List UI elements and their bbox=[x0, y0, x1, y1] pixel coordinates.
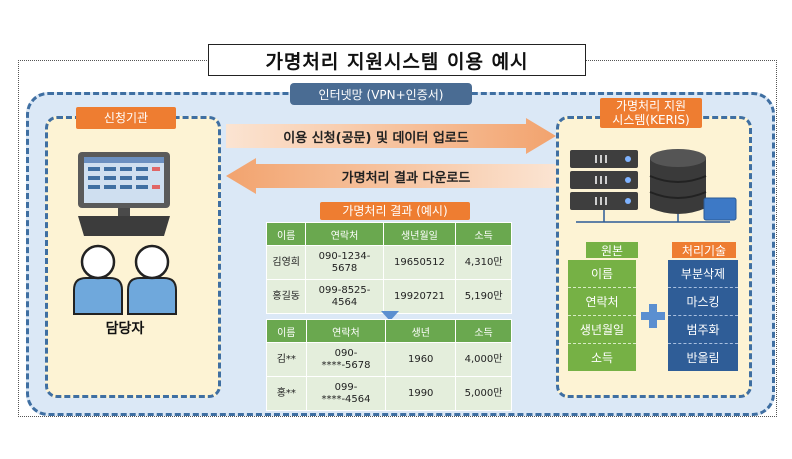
download-arrow bbox=[226, 158, 556, 194]
technique-item: 마스킹 bbox=[668, 288, 738, 316]
table-header: 생년 bbox=[385, 319, 457, 343]
pseudonymized-data-table: 이름 연락처 생년 소득 김** 090-****-5678 1960 4,00… bbox=[266, 319, 512, 411]
table-row: 홍** 099-****-4564 1990 5,000만 bbox=[266, 376, 512, 411]
table-row: 홍길동 099-8525-4564 19920721 5,190만 bbox=[265, 279, 512, 314]
table-cell: 김** bbox=[266, 342, 307, 377]
result-tag: 가명처리 결과 (예시) bbox=[320, 202, 470, 220]
original-heading: 원본 bbox=[586, 242, 638, 258]
table-cell: 홍길동 bbox=[265, 279, 307, 314]
table-cell: 4,000만 bbox=[455, 342, 512, 377]
table-header: 소득 bbox=[455, 222, 512, 246]
table-cell: 1960 bbox=[385, 342, 457, 377]
card-icon bbox=[703, 197, 737, 221]
table-header: 이름 bbox=[266, 319, 307, 343]
table-header: 이름 bbox=[265, 222, 307, 246]
database-icon bbox=[649, 149, 707, 214]
table-cell: 099-****-4564 bbox=[305, 376, 387, 411]
plus-icon bbox=[641, 304, 665, 328]
computer-monitor-icon bbox=[78, 152, 170, 236]
table-header: 연락처 bbox=[305, 319, 387, 343]
table-row: 김영희 090-1234-5678 19650512 4,310만 bbox=[265, 245, 512, 280]
table-cell: 090-1234-5678 bbox=[305, 245, 384, 280]
original-item: 소득 bbox=[568, 344, 636, 371]
table-header: 생년월일 bbox=[382, 222, 457, 246]
table-cell: 홍** bbox=[266, 376, 307, 411]
table-cell: 5,000만 bbox=[455, 376, 512, 411]
network-label: 인터넷망 (VPN+인증서) bbox=[290, 83, 472, 105]
table-cell: 19650512 bbox=[382, 245, 457, 280]
techniques-list: 부분삭제 마스킹 범주화 반올림 bbox=[668, 260, 738, 371]
table-cell: 김영희 bbox=[265, 245, 307, 280]
table-cell: 099-8525-4564 bbox=[305, 279, 384, 314]
server-database-icon bbox=[570, 149, 737, 223]
download-arrow-label: 가명처리 결과 다운로드 bbox=[341, 170, 471, 186]
page-title: 가명처리 지원시스템 이용 예시 bbox=[208, 44, 586, 76]
original-item: 생년월일 bbox=[568, 316, 636, 344]
table-cell: 090-****-5678 bbox=[305, 342, 387, 377]
original-item: 연락처 bbox=[568, 288, 636, 316]
upload-arrow-label: 이용 신청(공문) 및 데이터 업로드 bbox=[283, 130, 469, 146]
table-cell: 5,190만 bbox=[455, 279, 512, 314]
person-label: 담당자 bbox=[105, 321, 145, 337]
technique-item: 부분삭제 bbox=[668, 260, 738, 288]
down-arrow-icon bbox=[381, 311, 399, 321]
server-icon bbox=[570, 150, 638, 210]
applicant-tag: 신청기관 bbox=[76, 107, 176, 129]
technique-item: 범주화 bbox=[668, 316, 738, 344]
system-tag-line2: 시스템(KERIS) bbox=[612, 113, 690, 127]
system-tag-line1: 가명처리 지원 bbox=[615, 99, 687, 113]
original-item: 이름 bbox=[568, 260, 636, 288]
techniques-heading: 처리기술 bbox=[672, 242, 736, 258]
technique-item: 반올림 bbox=[668, 344, 738, 371]
table-cell: 19920721 bbox=[382, 279, 457, 314]
upload-arrow bbox=[226, 118, 556, 154]
original-list: 이름 연락처 생년월일 소득 bbox=[568, 260, 636, 371]
table-header: 연락처 bbox=[305, 222, 384, 246]
table-row: 김** 090-****-5678 1960 4,000만 bbox=[266, 342, 512, 377]
table-header: 소득 bbox=[455, 319, 512, 343]
table-cell: 1990 bbox=[385, 376, 457, 411]
table-cell: 4,310만 bbox=[455, 245, 512, 280]
people-icon bbox=[73, 244, 177, 315]
original-data-table: 이름 연락처 생년월일 소득 김영희 090-1234-5678 1965051… bbox=[265, 222, 512, 314]
system-tag: 가명처리 지원 시스템(KERIS) bbox=[600, 98, 702, 128]
